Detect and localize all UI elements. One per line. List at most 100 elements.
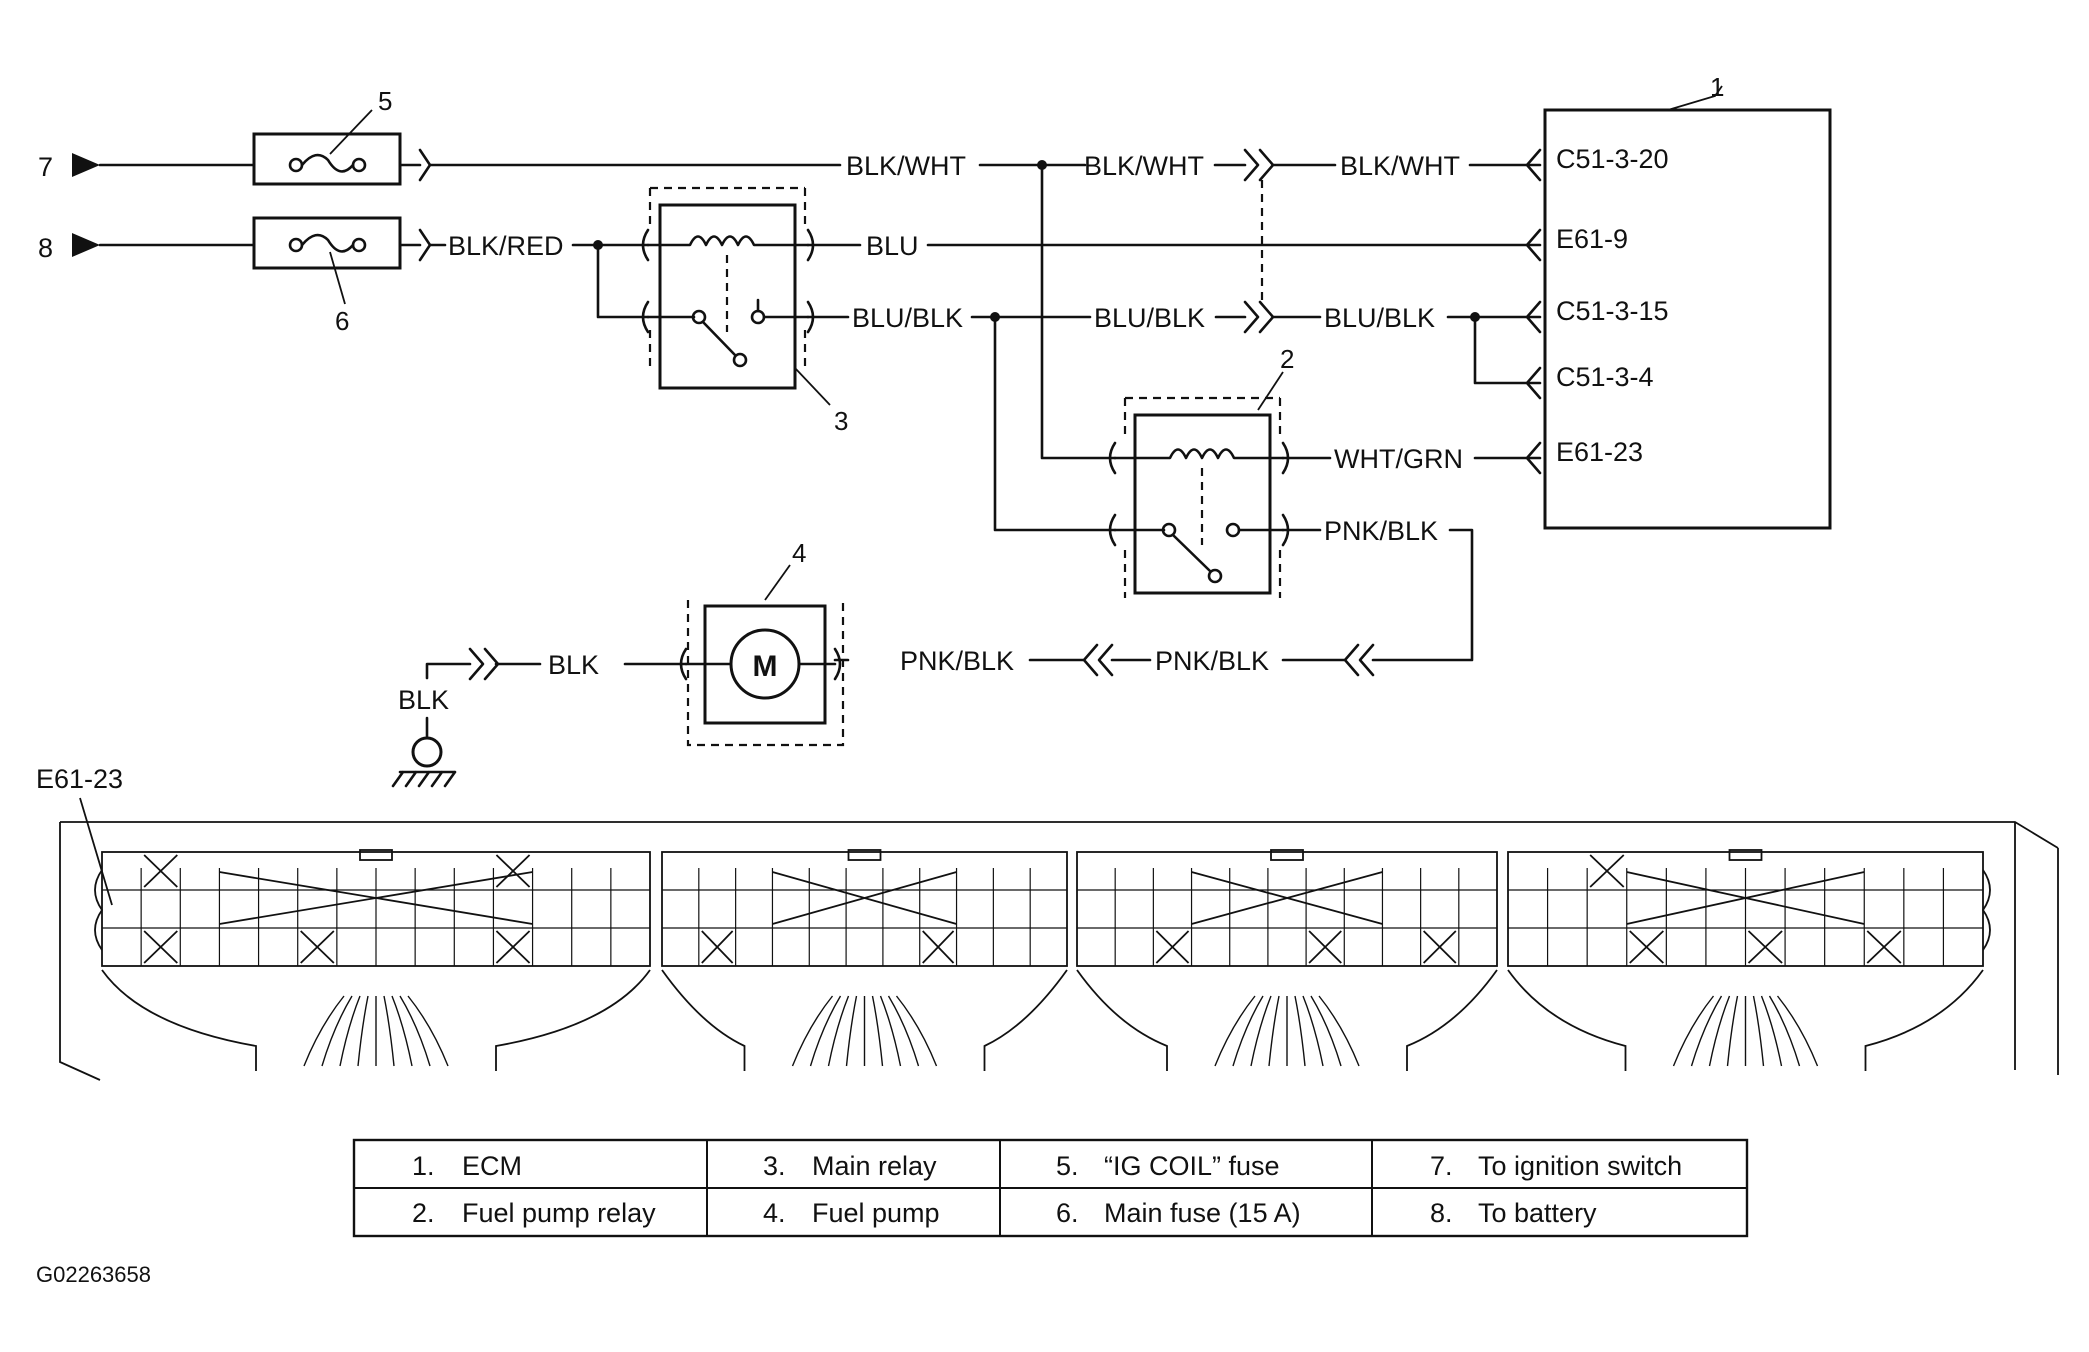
callout-3: 3: [834, 406, 848, 436]
wire-label-blk: BLK: [548, 650, 599, 680]
terminal-7: 7: [38, 152, 100, 182]
harness-wire: [1214, 995, 1256, 1067]
connector-blank-pin: [1589, 854, 1625, 888]
harness-wire: [1760, 995, 1783, 1067]
wire-label-pnk-blk-2: PNK/BLK: [1155, 646, 1269, 676]
connector-blank-pin: [922, 930, 955, 964]
fuse-ig-coil-terminal-right: [351, 157, 367, 173]
harness-wire: [1690, 995, 1723, 1067]
harness-outline: [1507, 969, 1627, 1071]
legend-main-relay: Main relay: [812, 1151, 937, 1181]
connector-blank-pin: [300, 930, 335, 964]
harness-wire: [879, 995, 902, 1067]
fuse-main-element-icon: [300, 233, 355, 253]
wire-label-pnk-blk-3: PNK/BLK: [900, 646, 1014, 676]
wire-blk-ground: BLK BLK: [391, 647, 688, 788]
ecm-box: 1 C51-3-20 E61-9 C51-3-15 C51-3-4 E61-23: [1543, 72, 1832, 530]
legend-fuel-pump: Fuel pump: [812, 1198, 940, 1228]
ecm-connector-view: E61-23: [36, 764, 2059, 1081]
main-relay-switch-icon: [701, 320, 737, 357]
wire-blk-red: BLK/RED: [98, 228, 650, 319]
ecm-pin-c51-3-15: C51-3-15: [1556, 296, 1669, 326]
connector-blank-pin: [1155, 930, 1190, 964]
harness-outline: [983, 969, 1068, 1071]
connector-block: [1076, 851, 1498, 967]
fuel-pump-relay-box: [1133, 413, 1272, 595]
fuse-main-terminal-left: [288, 237, 304, 253]
harness-wire: [1768, 995, 1801, 1067]
ecm-pin-chevron: [1525, 148, 1542, 182]
fuse-main-terminal-right: [351, 237, 367, 253]
callout-1: 1: [1710, 72, 1724, 102]
harness-wire: [871, 995, 884, 1067]
wire-label-blk-wht-3: BLK/WHT: [1340, 151, 1460, 181]
connector-blank-cross: [1626, 871, 1865, 925]
wire-label-blu-blk-2: BLU/BLK: [1094, 303, 1205, 333]
harness-wire: [827, 995, 850, 1067]
harness-wire: [1672, 995, 1715, 1067]
harness-wire: [791, 995, 834, 1067]
wire-label-blk-wht-1: BLK/WHT: [846, 151, 966, 181]
fuse-main-box: [252, 216, 402, 270]
connector-latch: [847, 849, 882, 861]
harness-outline: [661, 969, 746, 1071]
wire-pnk-blk: PNK/BLK PNK/BLK PNK/BLK: [833, 516, 1474, 677]
connector-blank-pin: [1629, 930, 1664, 964]
legend-num-1: 1.: [412, 1151, 435, 1181]
terminal-8-arrow-icon: [72, 233, 100, 257]
harness-wire: [1302, 995, 1324, 1067]
terminal-8-label: 8: [38, 233, 53, 263]
harness-wire: [895, 995, 938, 1067]
legend-num-2: 2.: [412, 1198, 435, 1228]
harness-outline: [495, 969, 651, 1071]
wire-label-blu: BLU: [866, 231, 919, 261]
wire-label-pnk-blk-1: PNK/BLK: [1324, 516, 1438, 546]
harness-wire: [1232, 995, 1264, 1067]
legend-table: 1. ECM 3. Main relay 5. “IG COIL” fuse 7…: [352, 1138, 1749, 1238]
connector-blank-pin: [143, 854, 178, 888]
ground-icon: [411, 736, 443, 768]
fuse-ig-coil-terminal-left: [288, 157, 304, 173]
ecm-outline: [1543, 108, 1832, 530]
wire-label-blu-blk-3: BLU/BLK: [1324, 303, 1435, 333]
wire-label-wht-grn: WHT/GRN: [1334, 444, 1463, 474]
connector-blank-pin: [143, 930, 178, 964]
fuel-pump-motor: M 4: [679, 538, 845, 747]
wire-label-blk-ground: BLK: [398, 685, 449, 715]
harness-wire: [1250, 995, 1272, 1067]
legend-num-5: 5.: [1056, 1151, 1079, 1181]
harness-outline: [1076, 969, 1168, 1071]
harness-wire: [887, 995, 920, 1067]
harness-wire: [303, 995, 345, 1067]
wire-label-blk-red: BLK/RED: [448, 231, 564, 261]
connector-blank-pin: [1308, 930, 1342, 964]
connector-latch: [359, 849, 393, 861]
figure-code: G02263658: [36, 1262, 151, 1287]
callout-6-leader: [329, 251, 346, 305]
terminal-8: 8: [38, 233, 100, 263]
connector-end-cap: [1981, 869, 1991, 951]
harness-wire: [357, 995, 369, 1067]
harness-wire: [1776, 995, 1819, 1067]
terminal-7-label: 7: [38, 152, 53, 182]
harness-wire: [383, 995, 395, 1067]
fuel-pump-relay: 2: [1108, 344, 1294, 598]
connector-blank-pin: [701, 930, 734, 964]
legend-num-4: 4.: [763, 1198, 786, 1228]
connector-blank-pin: [495, 854, 531, 888]
legend-num-6: 6.: [1056, 1198, 1079, 1228]
harness-wire: [1752, 995, 1765, 1067]
harness-wire: [321, 995, 353, 1067]
legend-to-ignition-switch: To ignition switch: [1478, 1151, 1682, 1181]
legend-to-battery: To battery: [1478, 1198, 1597, 1228]
wire-label-blu-blk-1: BLU/BLK: [852, 303, 963, 333]
ecm-pin-e61-9: E61-9: [1556, 224, 1628, 254]
legend-fuel-pump-relay: Fuel pump relay: [462, 1198, 656, 1228]
callout-4: 4: [792, 538, 806, 568]
fuse-main: 6: [252, 216, 402, 336]
connector-blank-pin: [1423, 930, 1457, 964]
harness-wire: [1268, 995, 1280, 1067]
harness-wire: [1726, 995, 1739, 1067]
harness-wire: [1708, 995, 1731, 1067]
fuse-ig-coil: 5: [252, 86, 402, 186]
